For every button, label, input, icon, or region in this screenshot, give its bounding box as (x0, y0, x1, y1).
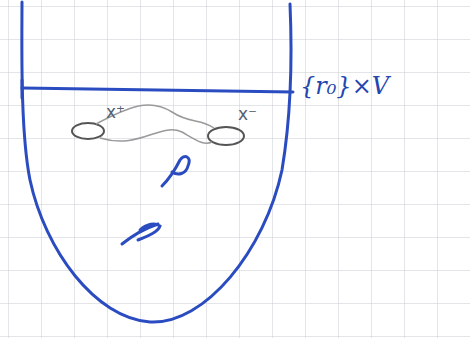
right-disc (208, 127, 244, 145)
left-disc (72, 123, 104, 139)
tube-line (100, 130, 212, 143)
point-label: x⁺ (106, 104, 125, 121)
tube-line (96, 105, 214, 128)
blue-curve (162, 157, 189, 186)
region-outline (22, 2, 291, 322)
tick (21, 80, 24, 98)
point-label: x⁻ (238, 106, 257, 123)
slice-line (22, 88, 293, 92)
blue-arc (122, 224, 160, 244)
slice-label: {r₀}×V (300, 74, 389, 98)
